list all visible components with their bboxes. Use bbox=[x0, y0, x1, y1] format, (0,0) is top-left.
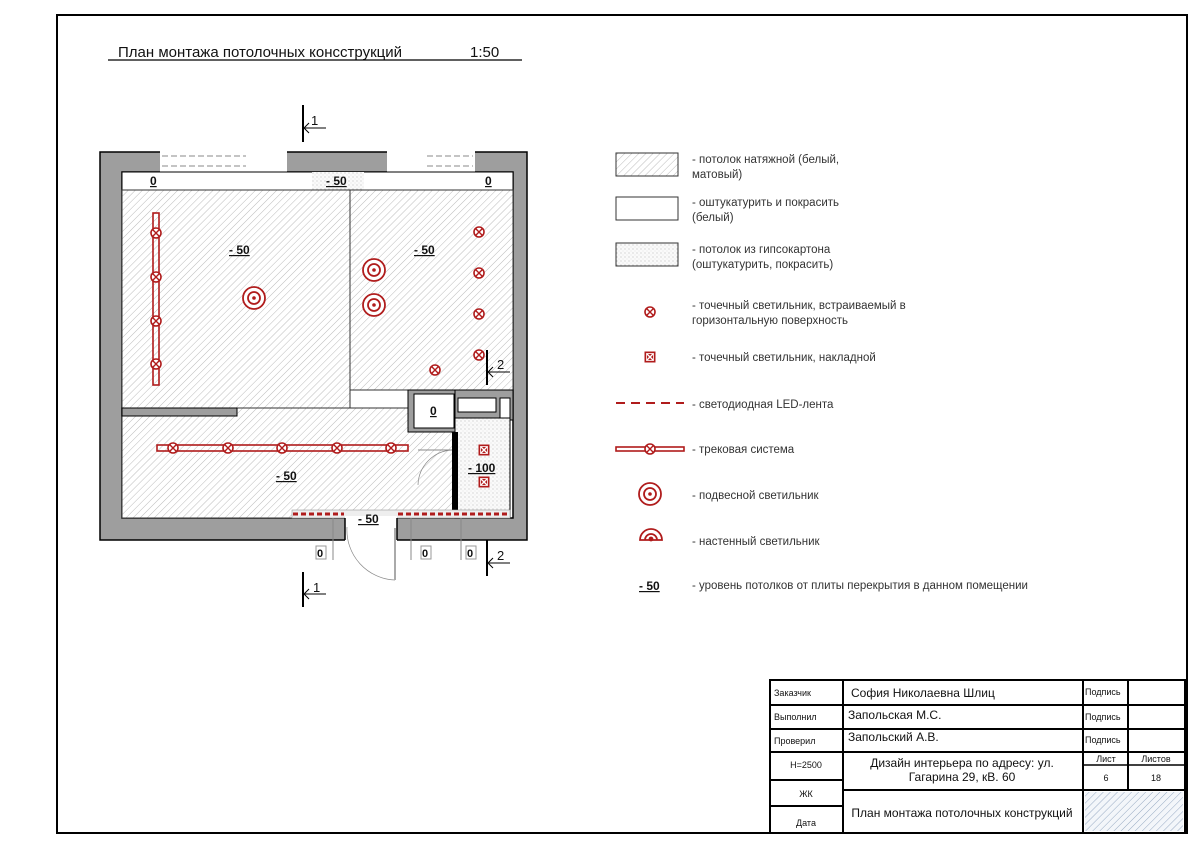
section-marker-2-top bbox=[486, 350, 510, 385]
room-right bbox=[349, 189, 514, 391]
drawing-title: План монтажа потолочных консструкций bbox=[118, 44, 402, 61]
drawing-scale: 1:50 bbox=[470, 44, 499, 61]
label-text: Проверил bbox=[774, 736, 815, 746]
level-label: 0 bbox=[422, 548, 428, 560]
sheet-frame bbox=[56, 14, 1188, 834]
label-text: (белый) bbox=[692, 212, 734, 224]
level-label: 0 bbox=[430, 404, 437, 418]
closet bbox=[413, 393, 455, 429]
label-text: Лист bbox=[1096, 754, 1116, 764]
label-text: матовый) bbox=[692, 169, 742, 181]
drywall-strip bbox=[312, 172, 364, 190]
label-text: Дата bbox=[796, 818, 816, 828]
label-text: - настенный светильник bbox=[692, 536, 821, 548]
recessed-spotlight-icon bbox=[473, 226, 485, 238]
label-text: - потолок натяжной (белый, bbox=[692, 154, 839, 166]
recessed-spotlight-icon bbox=[473, 308, 485, 320]
label-text: - уровень потолков от плиты перекрытия в… bbox=[692, 580, 1028, 592]
window-opening-right bbox=[387, 150, 475, 173]
section-marker-2-bottom bbox=[486, 540, 510, 576]
label-text: - светодиодная LED-лента bbox=[692, 399, 834, 411]
stretch-ceiling-swatch bbox=[615, 152, 679, 177]
project-address: Гагарина 29, кВ. 60 bbox=[909, 770, 1016, 784]
title-block bbox=[769, 679, 1186, 834]
executed-by: Запольская М.С. bbox=[848, 708, 941, 722]
level-label: 0 bbox=[317, 548, 323, 560]
recessed-spotlight-icon bbox=[150, 271, 162, 283]
pendant-light-icon bbox=[638, 482, 662, 506]
track-system-vertical bbox=[152, 212, 160, 386]
recessed-spotlight-icon bbox=[150, 227, 162, 239]
label-text: - точечный светильник, накладной bbox=[692, 352, 876, 364]
label-text: горизонтальную поверхность bbox=[692, 315, 848, 327]
drawing-name: План монтажа потолочных конструкций bbox=[851, 806, 1072, 820]
track-system-icon bbox=[615, 443, 685, 455]
section-label: 2 bbox=[497, 548, 504, 563]
surface-spotlight-icon bbox=[477, 475, 491, 489]
pendant-light-icon bbox=[242, 286, 266, 310]
recessed-spotlight-icon bbox=[150, 315, 162, 327]
recessed-spotlight-icon bbox=[644, 306, 656, 318]
level-label: - 50 bbox=[358, 512, 379, 526]
label-text: - точечный светильник, встраиваемый в bbox=[692, 300, 906, 312]
level-mark: - 50 bbox=[639, 579, 660, 593]
legend: - потолок натяжной (белый, матовый) - ошт… bbox=[615, 152, 1028, 593]
project-address: Дизайн интерьера по адресу: ул. bbox=[870, 756, 1054, 770]
customer-name: София Николаевна Шлиц bbox=[851, 686, 995, 700]
level-label: 0 bbox=[485, 174, 492, 188]
label-text: - потолок из гипсокартона bbox=[692, 244, 831, 256]
recessed-spotlight-icon bbox=[150, 358, 162, 370]
label-text: - трековая система bbox=[692, 444, 795, 456]
label-text: - оштукатурить и покрасить bbox=[692, 197, 839, 209]
label-text: Подпись bbox=[1085, 712, 1121, 722]
label-text: (оштукатурить, покрасить) bbox=[692, 259, 833, 271]
room-bottom bbox=[121, 407, 456, 519]
label-text: Подпись bbox=[1085, 687, 1121, 697]
drywall-swatch bbox=[615, 242, 679, 267]
level-label: - 50 bbox=[414, 243, 435, 257]
pendant-light-icon bbox=[362, 258, 386, 282]
level-label: - 50 bbox=[276, 469, 297, 483]
level-label: - 100 bbox=[468, 461, 496, 475]
label-text: Подпись bbox=[1085, 735, 1121, 745]
level-label: 0 bbox=[467, 548, 473, 560]
checked-by: Запольский А.В. bbox=[848, 730, 939, 744]
sheet-number: 6 bbox=[1103, 773, 1108, 783]
entry-door-swing bbox=[346, 526, 396, 581]
floor-plan: 0 - 50 0 - 50 - 50 - 50 0 - 100 - 50 0 0… bbox=[99, 105, 528, 607]
window-opening-left bbox=[160, 150, 287, 173]
label-text: Заказчик bbox=[774, 688, 811, 698]
recessed-spotlight-icon bbox=[473, 267, 485, 279]
level-label: - 50 bbox=[326, 174, 347, 188]
partition-wall bbox=[121, 407, 238, 417]
label-text: - подвесной светильник bbox=[692, 490, 820, 502]
recessed-spotlight-icon bbox=[429, 364, 441, 376]
section-marker-1-top bbox=[302, 105, 326, 142]
level-label: 0 bbox=[150, 174, 157, 188]
level-label: - 50 bbox=[229, 243, 250, 257]
plaster-swatch bbox=[615, 196, 679, 221]
sheet-count: 18 bbox=[1151, 773, 1161, 783]
section-label: 2 bbox=[497, 357, 504, 372]
surface-spotlight-icon bbox=[643, 350, 657, 364]
room-left bbox=[121, 189, 351, 409]
title-block-hatch bbox=[1085, 792, 1183, 831]
label-text: H=2500 bbox=[790, 760, 822, 770]
label-text: Выполнил bbox=[774, 712, 817, 722]
label-text: ЖК bbox=[799, 789, 813, 799]
surface-spotlight-icon bbox=[477, 443, 491, 457]
label-text: Листов bbox=[1141, 754, 1170, 764]
section-label: 1 bbox=[313, 580, 320, 595]
recessed-spotlight-icon bbox=[473, 349, 485, 361]
wall-light-icon bbox=[639, 528, 663, 542]
section-label: 1 bbox=[311, 113, 318, 128]
section-marker-1-bottom bbox=[302, 572, 326, 607]
pendant-light-icon bbox=[362, 293, 386, 317]
